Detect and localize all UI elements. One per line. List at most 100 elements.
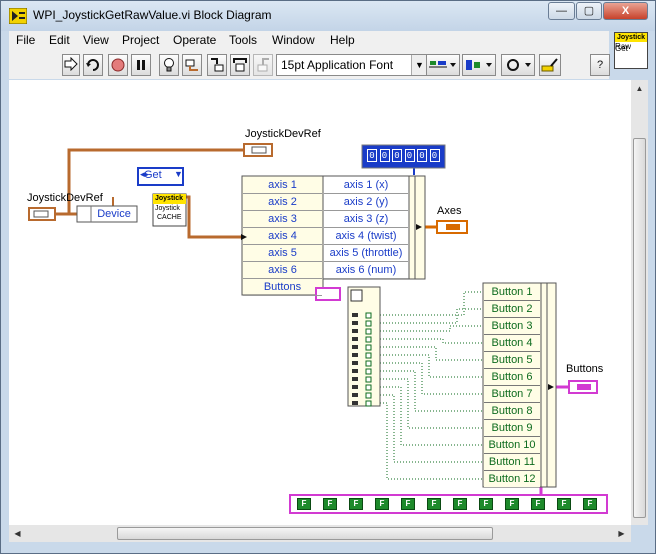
index-output-terminal — [365, 368, 372, 375]
window-title: WPI_JoystickGetRawValue.vi Block Diagram — [33, 8, 272, 22]
step-over-button[interactable] — [230, 54, 250, 76]
array-index-digit[interactable]: 0 — [379, 149, 390, 162]
devref-top-wire[interactable] — [67, 148, 244, 214]
abort-stop-icon — [111, 58, 125, 72]
boolean-false-constant[interactable]: F — [349, 498, 363, 510]
reorder-button[interactable] — [501, 54, 535, 76]
devref-indicator-top[interactable] — [243, 143, 273, 157]
boolean-false-constant[interactable]: F — [479, 498, 493, 510]
run-button[interactable] — [62, 54, 80, 76]
clean-up-diagram-button[interactable] — [539, 54, 561, 76]
index-input-terminal — [352, 369, 358, 373]
menu-window[interactable]: Window — [272, 33, 315, 47]
reorder-icon — [507, 59, 531, 71]
array-index-digit[interactable]: 0 — [404, 149, 415, 162]
boolean-false-constant[interactable]: F — [375, 498, 389, 510]
horizontal-scrollbar[interactable]: ◀ ▶ — [9, 525, 631, 542]
title-bar[interactable]: WPI_JoystickGetRawValue.vi Block Diagram… — [1, 1, 655, 31]
build-array-arrow-icon — [548, 384, 554, 390]
boolean-false-constant[interactable]: F — [323, 498, 337, 510]
array-index-digit[interactable]: 0 — [392, 149, 402, 162]
unbundle-cluster-node[interactable] — [241, 175, 324, 296]
devref-control-left[interactable] — [28, 207, 56, 221]
array-index-display[interactable] — [361, 144, 446, 169]
get-selector-ring[interactable] — [137, 167, 184, 186]
vi-connector-icon[interactable]: Joystick Get Raw — [614, 32, 648, 69]
axis-field: axis 1 (x) — [324, 177, 408, 194]
axis-field: axis 2 (y) — [324, 194, 408, 211]
step-out-button[interactable] — [253, 54, 273, 76]
vertical-scrollbar[interactable]: ▲ — [631, 80, 648, 525]
block-diagram-canvas[interactable]: JoystickDevRef JoystickDevRef Device Get… — [9, 80, 631, 525]
horizontal-scroll-thumb[interactable] — [117, 527, 493, 540]
highlight-execution-button[interactable] — [159, 54, 179, 76]
axes-array-icon — [446, 224, 460, 230]
index-output-terminal — [365, 336, 372, 343]
menu-file[interactable]: File — [16, 33, 36, 47]
button-field: Button 9 — [484, 420, 540, 437]
scroll-left-icon[interactable]: ◀ — [14, 529, 21, 538]
buttons-array-icon — [577, 384, 591, 390]
boolean-false-constant[interactable]: F — [505, 498, 519, 510]
align-objects-button[interactable] — [426, 54, 460, 76]
number-to-boolean-array-node[interactable] — [315, 287, 341, 301]
menu-operate[interactable]: Operate — [173, 33, 217, 47]
axis-field: axis 5 (throttle) — [324, 245, 408, 262]
menu-project[interactable]: Project — [122, 33, 160, 47]
unbundle-input-arrow-icon — [241, 234, 247, 240]
index-output-terminal — [365, 392, 372, 399]
boolean-false-constant[interactable]: F — [427, 498, 441, 510]
boolean-false-constant[interactable]: F — [531, 498, 545, 510]
cache-line2: CACHE — [157, 214, 182, 221]
get-selector-value: Get — [144, 169, 162, 181]
menu-help[interactable]: Help — [330, 33, 355, 47]
scroll-up-icon[interactable]: ▲ — [635, 84, 644, 93]
toolbar: 15pt Application Font ▼ ? — [9, 51, 610, 79]
minimize-button[interactable]: — — [548, 2, 575, 20]
menu-view[interactable]: View — [83, 33, 109, 47]
close-button[interactable]: X — [603, 2, 648, 20]
array-index-digit[interactable]: 0 — [417, 149, 427, 162]
context-help-button[interactable]: ? — [590, 54, 610, 76]
cluster-field: Buttons — [243, 279, 322, 296]
index-input-terminal — [352, 321, 358, 325]
step-out-icon — [257, 58, 269, 72]
index-input-terminal — [352, 313, 358, 317]
cluster-field: axis 2 — [243, 194, 322, 211]
menu-tools[interactable]: Tools — [229, 33, 258, 47]
step-into-button[interactable] — [207, 54, 227, 76]
unbundle-by-name-node[interactable] — [76, 205, 138, 223]
cache-cluster-wire[interactable] — [185, 195, 241, 239]
cluster-field: axis 3 — [243, 211, 322, 228]
index-output-terminal — [365, 320, 372, 327]
index-output-terminal — [365, 400, 372, 407]
run-arrow-icon — [64, 57, 78, 71]
boolean-wires[interactable] — [371, 291, 483, 480]
run-continuously-button[interactable] — [83, 54, 103, 76]
array-index-digit[interactable]: 0 — [367, 149, 377, 162]
build-array-arrow-icon — [416, 224, 422, 230]
index-output-terminal — [365, 360, 372, 367]
array-index-digit[interactable]: 0 — [429, 149, 440, 162]
vertical-scroll-thumb[interactable] — [633, 138, 646, 518]
boolean-false-constant[interactable]: F — [583, 498, 597, 510]
boolean-false-constant[interactable]: F — [453, 498, 467, 510]
font-selector[interactable]: 15pt Application Font ▼ — [276, 54, 428, 76]
boolean-array-constant[interactable] — [289, 494, 608, 514]
retain-wire-values-button[interactable] — [182, 54, 202, 76]
scroll-right-icon[interactable]: ▶ — [618, 529, 625, 538]
lightbulb-icon — [164, 58, 174, 72]
index-input-terminal — [352, 353, 358, 357]
menu-edit[interactable]: Edit — [49, 33, 70, 47]
index-input-terminal — [352, 337, 358, 341]
labview-app-icon — [9, 8, 27, 24]
index-input-terminal — [352, 345, 358, 349]
distribute-objects-button[interactable] — [462, 54, 496, 76]
boolean-false-constant[interactable]: F — [401, 498, 415, 510]
abort-button[interactable] — [108, 54, 128, 76]
boolean-false-constant[interactable]: F — [297, 498, 311, 510]
maximize-button[interactable]: ▢ — [576, 2, 602, 20]
boolean-false-constant[interactable]: F — [557, 498, 571, 510]
run-continuously-icon — [86, 59, 99, 71]
pause-button[interactable] — [131, 54, 151, 76]
